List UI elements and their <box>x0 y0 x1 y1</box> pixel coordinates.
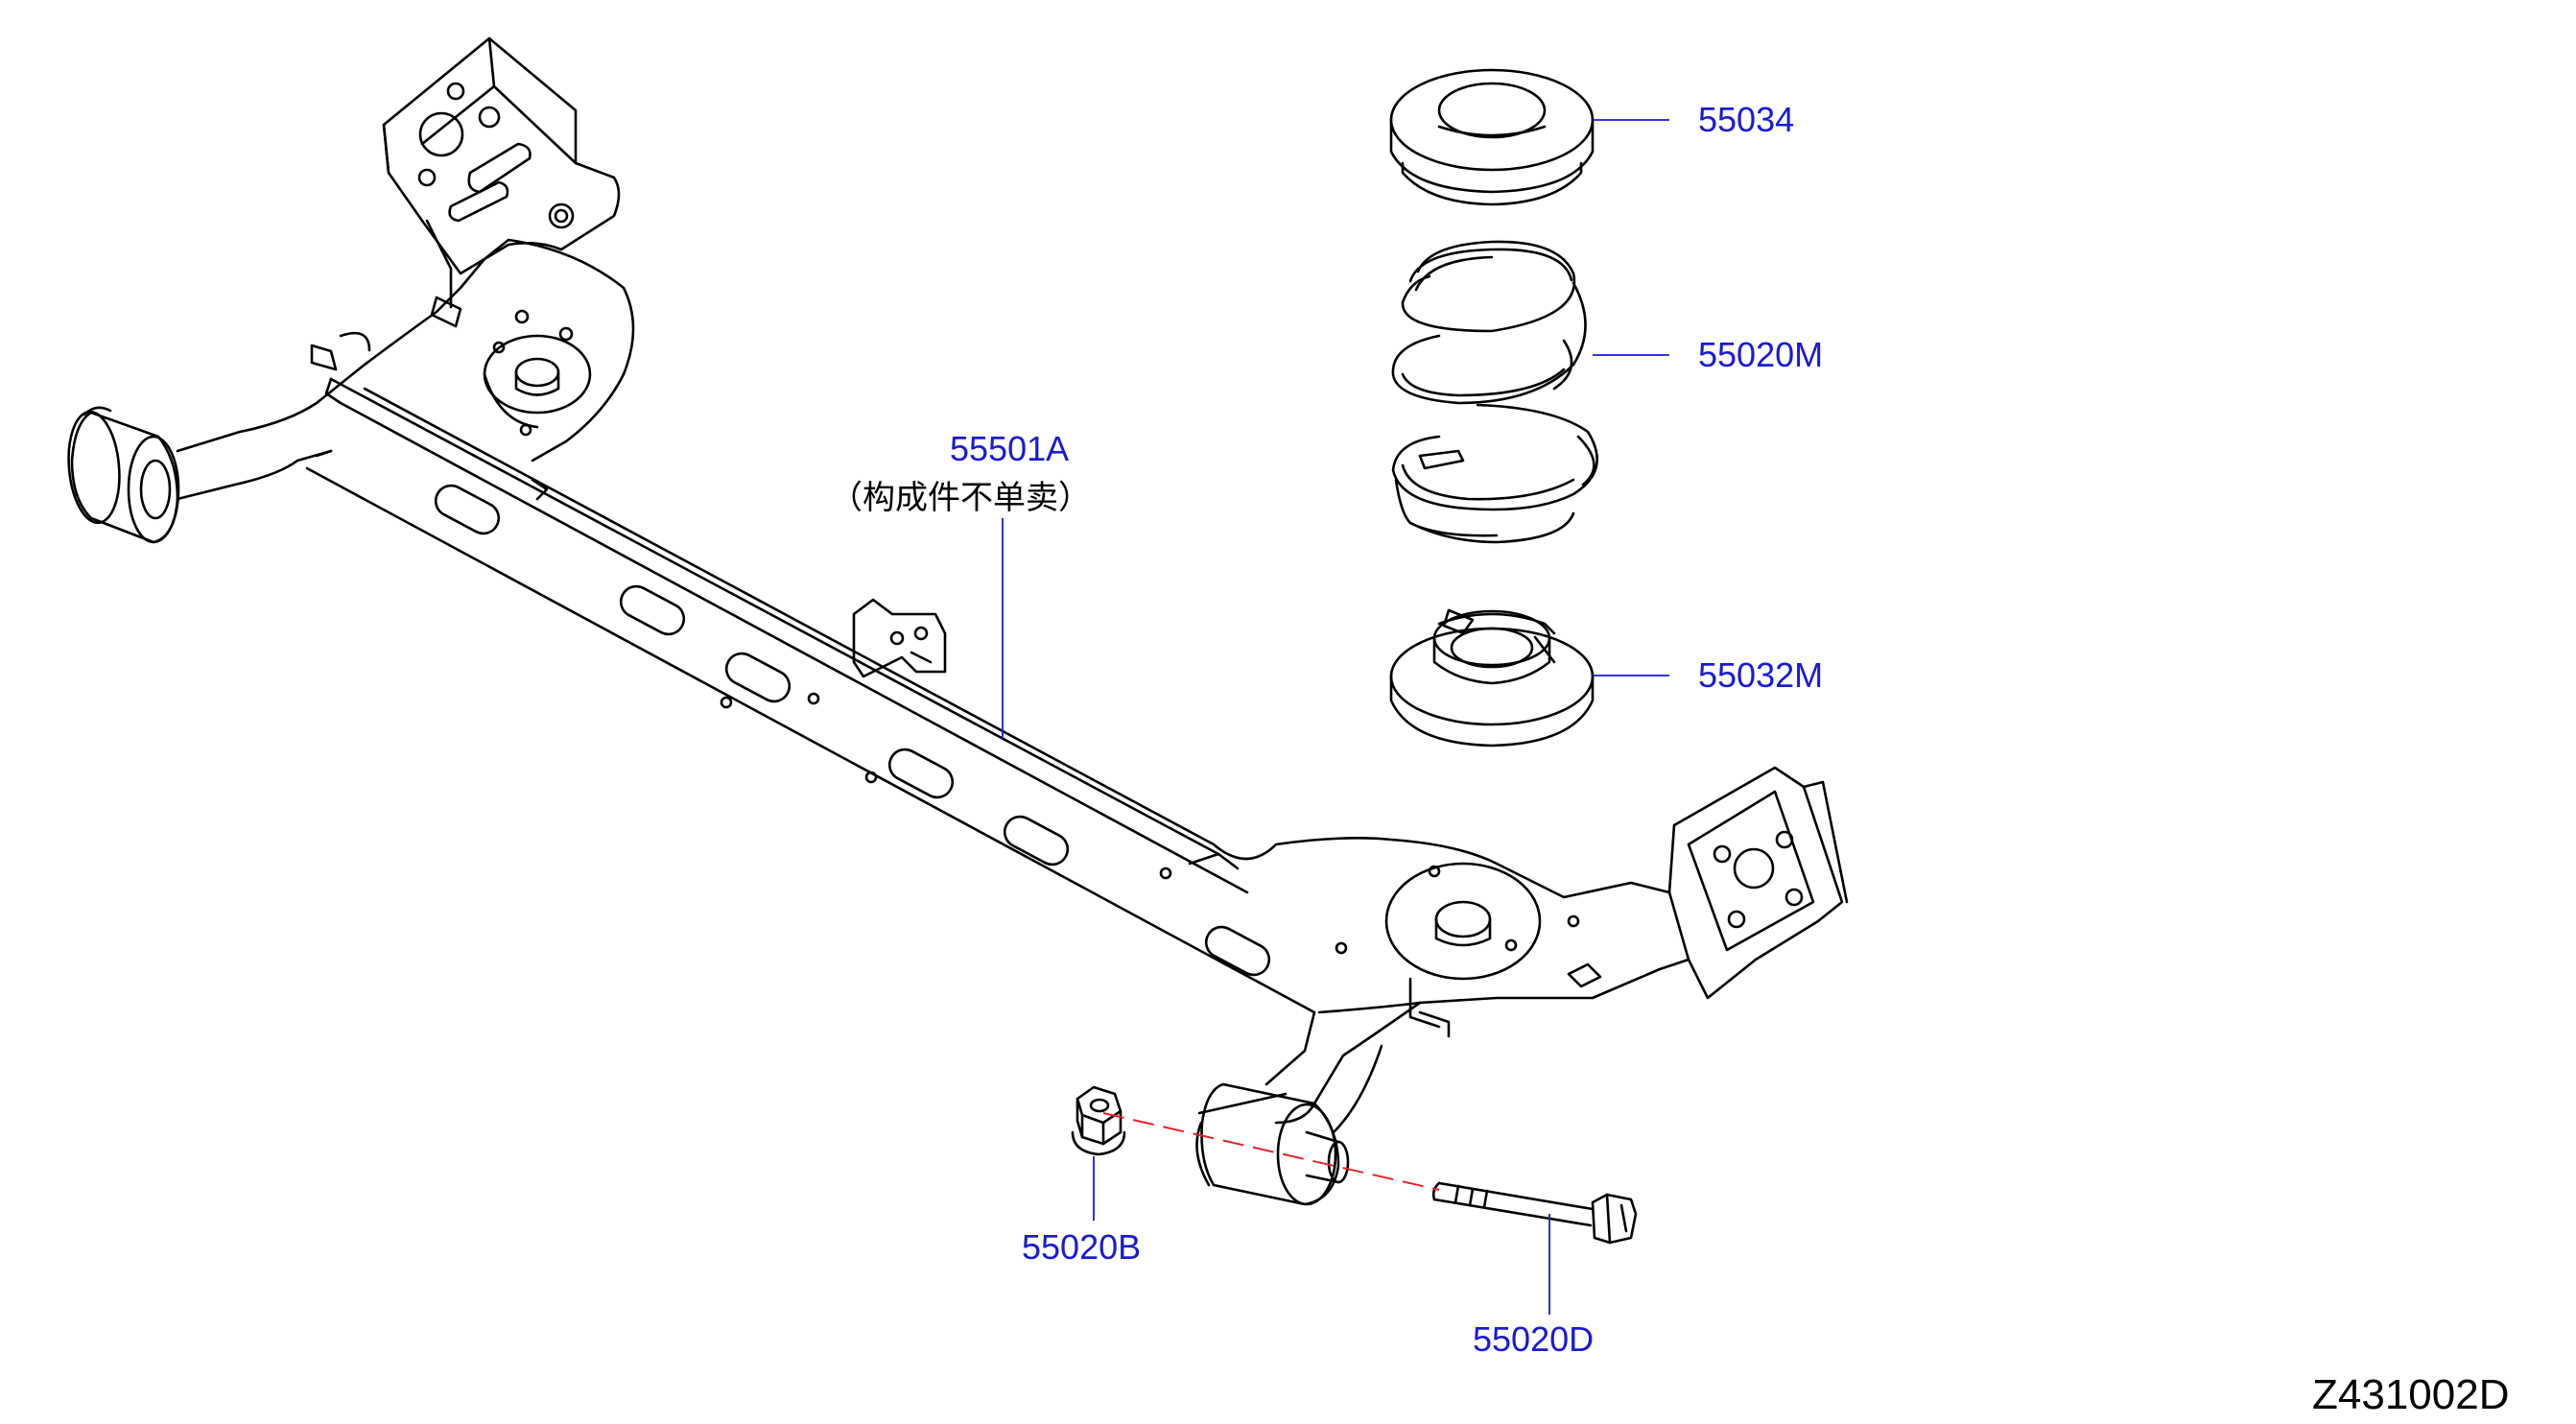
hex-bolt <box>1431 1181 1638 1245</box>
callout-axle-beam: 55501A <box>950 429 1069 468</box>
figure-id: Z431002D <box>2312 1371 2509 1418</box>
lower-spring-seat <box>1389 608 1595 748</box>
callout-bolt: 55020D <box>1473 1319 1594 1359</box>
bolt-centerline <box>1102 1112 1440 1191</box>
rear-axle-beam <box>67 36 1849 1134</box>
beam-slots <box>434 484 1348 977</box>
upper-spring-seat <box>1389 68 1595 206</box>
callout-lower-seat: 55032M <box>1698 655 1823 695</box>
right-bushing <box>1195 1082 1350 1206</box>
callout-nut: 55020B <box>1022 1227 1141 1267</box>
callout-coil-spring: 55020M <box>1698 335 1823 374</box>
callout-upper-seat: 55034 <box>1698 100 1794 139</box>
coil-spring <box>1391 240 1598 544</box>
axle-beam-note: （构成件不单卖） <box>830 479 1091 517</box>
flange-nut <box>1071 1085 1126 1156</box>
left-bushing <box>67 406 180 544</box>
